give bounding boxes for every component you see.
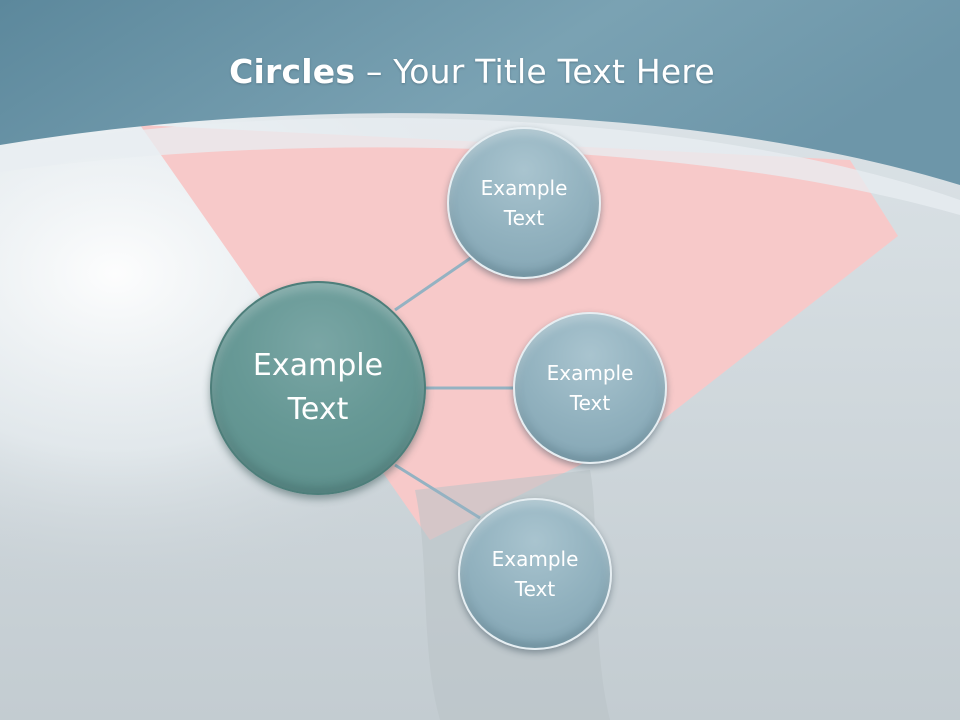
satellite-circle-1: Example Text [447,127,601,279]
center-circle: Example Text [210,281,426,495]
connector-line [394,253,476,312]
satellite-circle-label: Example Text [480,176,568,230]
page-title: Circles – Your Title Text Here [0,52,944,91]
header-band [0,0,960,185]
satellite-circle-label: Example Text [546,361,634,415]
title-bold: Circles [229,52,356,91]
satellite-circle-3: Example Text [458,498,612,650]
connector-line [394,463,481,520]
title-rest: – Your Title Text Here [355,52,715,91]
satellite-circle-label: Example Text [491,547,579,601]
center-circle-label: Example Text [252,348,384,427]
satellite-circle-2: Example Text [513,312,667,464]
connector-lines [394,253,515,520]
header-highlight-band [0,117,960,215]
pink-fan-shape [140,125,898,540]
